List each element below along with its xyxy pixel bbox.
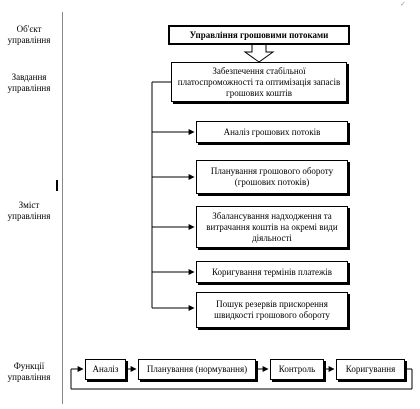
- function-box-analysis: Аналіз: [85, 359, 126, 380]
- text-cursor-mark: [56, 180, 58, 191]
- content-box-reserves: Пошук резервів прискорення швидкості гро…: [196, 292, 348, 328]
- corner-mark: ✓: [400, 0, 406, 8]
- task-box: Забезпечення стабільної платоспроможност…: [171, 62, 347, 102]
- content-box-planning: Планування грошового обороту (грошових п…: [196, 160, 348, 194]
- function-box-planning: Планування (нормування): [138, 359, 256, 380]
- content-box-analysis: Аналіз грошових потоків: [196, 121, 348, 143]
- hollow-down-arrow: [243, 43, 275, 63]
- content-box-balancing: Збалансування надходження та витрачання …: [196, 206, 348, 248]
- content-box-payment-terms: Коригування термінів платежів: [196, 261, 348, 283]
- label-divider: [62, 12, 63, 404]
- label-content: Зміст управління: [7, 200, 51, 221]
- function-box-control: Контроль: [270, 359, 324, 380]
- function-box-correction: Коригування: [336, 359, 405, 380]
- title-box: Управління грошовими потоками: [168, 25, 350, 45]
- label-functions: Функції управління: [7, 361, 51, 382]
- label-object: Об'єкт управління: [7, 24, 51, 45]
- label-tasks: Завдання управління: [7, 72, 51, 93]
